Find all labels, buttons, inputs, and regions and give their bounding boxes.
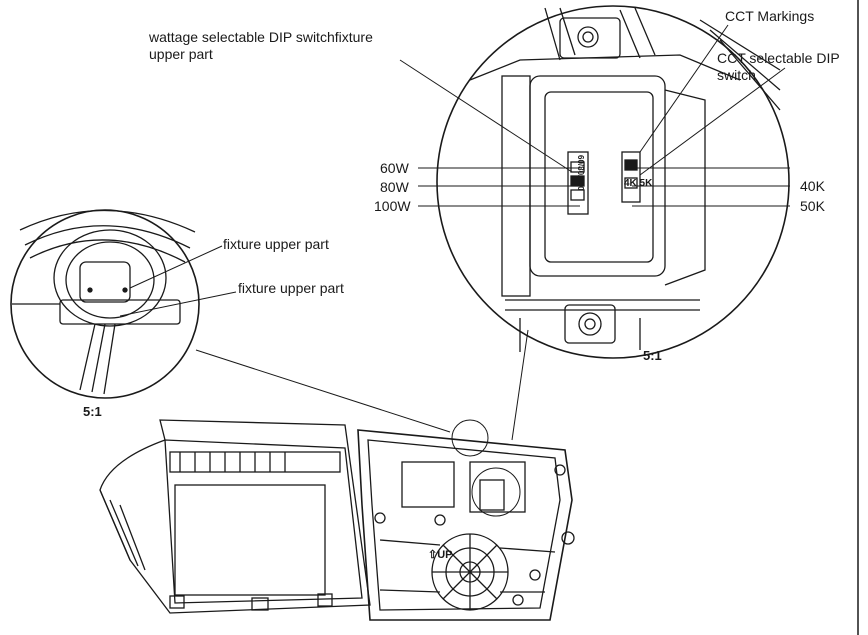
right-scale-label: 5:1	[643, 348, 662, 363]
left-detail-circle	[10, 209, 200, 399]
label-40k: 40K	[800, 178, 825, 194]
cct-markings-label: CCT Markings	[725, 8, 815, 24]
cct-dip-switch	[621, 151, 641, 203]
main-fixture	[99, 419, 575, 621]
left-leader-lines	[119, 245, 451, 433]
wattage-dip-label-line2: upper part	[149, 46, 213, 62]
cct-dip-label-line2: switch	[717, 67, 756, 83]
cct-switch-print: 4K 5K	[624, 178, 653, 189]
left-scale-label: 5:1	[83, 404, 102, 419]
up-marking: ⇧UP	[428, 549, 453, 561]
fixture-upper-part-label-2: fixture upper part	[238, 280, 344, 296]
label-80w: 80W	[380, 179, 409, 195]
fixture-upper-part-label-1: fixture upper part	[223, 236, 329, 252]
label-50k: 50K	[800, 198, 825, 214]
label-100w: 100W	[374, 198, 411, 214]
wattage-switch-print: 60/80/100	[576, 155, 585, 191]
right-detail-circle	[436, 5, 790, 359]
label-60w: 60W	[380, 160, 409, 176]
wattage-dip-label: wattage selectable DIP switchfixture	[149, 29, 373, 45]
cct-dip-label: CCT selectable DIP	[717, 50, 840, 66]
right-leader-lines	[399, 24, 790, 207]
wattage-dip-switch	[567, 151, 589, 215]
